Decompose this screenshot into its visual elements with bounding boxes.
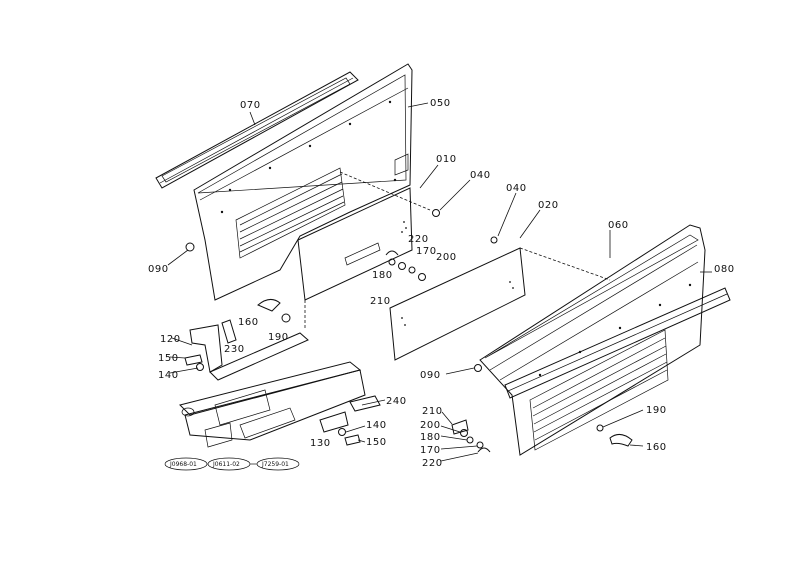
label-180-right: 180 (420, 432, 441, 443)
reference-code-2: J0611-02 (212, 461, 240, 468)
label-130: 130 (310, 438, 331, 449)
right-panel-060 (479, 224, 706, 456)
label-080: 080 (714, 264, 735, 275)
label-090-left: 090 (148, 264, 169, 275)
left-panel-050 (193, 63, 413, 301)
label-240: 240 (386, 396, 407, 407)
part-labels: 070 050 010 040 040 020 060 080 090 220 … (148, 98, 735, 469)
reference-code-3: J7259-01 (261, 461, 289, 468)
label-170-right: 170 (420, 445, 441, 456)
reference-codes: J0968-01 J0611-02 J7259-01 (164, 457, 300, 471)
label-050: 050 (430, 98, 451, 109)
label-090-right: 090 (420, 370, 441, 381)
label-040-left: 040 (470, 170, 491, 181)
label-120: 120 (160, 334, 181, 345)
label-160-left: 160 (238, 317, 259, 328)
label-210-left: 210 (370, 296, 391, 307)
label-150-right: 150 (366, 437, 387, 448)
reference-code-1: J0968-01 (169, 461, 197, 468)
label-140-left: 140 (158, 370, 179, 381)
label-070: 070 (240, 100, 261, 111)
leader-lines (167, 102, 712, 462)
label-020: 020 (538, 200, 559, 211)
label-170-left: 170 (416, 246, 437, 257)
hardware (184, 209, 633, 453)
label-060: 060 (608, 220, 629, 231)
lower-frame-assembly (179, 319, 381, 448)
label-190-left: 190 (268, 332, 289, 343)
label-010: 010 (436, 154, 457, 165)
trim-strip-080 (504, 287, 731, 399)
label-140-right: 140 (366, 420, 387, 431)
label-180-left: 180 (372, 270, 393, 281)
label-150-left: 150 (158, 353, 179, 364)
label-200-right: 200 (420, 420, 441, 431)
label-210-right: 210 (422, 406, 443, 417)
label-230: 230 (224, 344, 245, 355)
label-220-left: 220 (408, 234, 429, 245)
label-040-right: 040 (506, 183, 527, 194)
flat-panel-020 (389, 247, 526, 361)
label-200-left: 200 (436, 252, 457, 263)
label-190-right: 190 (646, 405, 667, 416)
trim-strip-070 (155, 71, 359, 189)
label-160-right: 160 (646, 442, 667, 453)
inner-panel-010 (297, 187, 413, 301)
label-220-right: 220 (422, 458, 443, 469)
